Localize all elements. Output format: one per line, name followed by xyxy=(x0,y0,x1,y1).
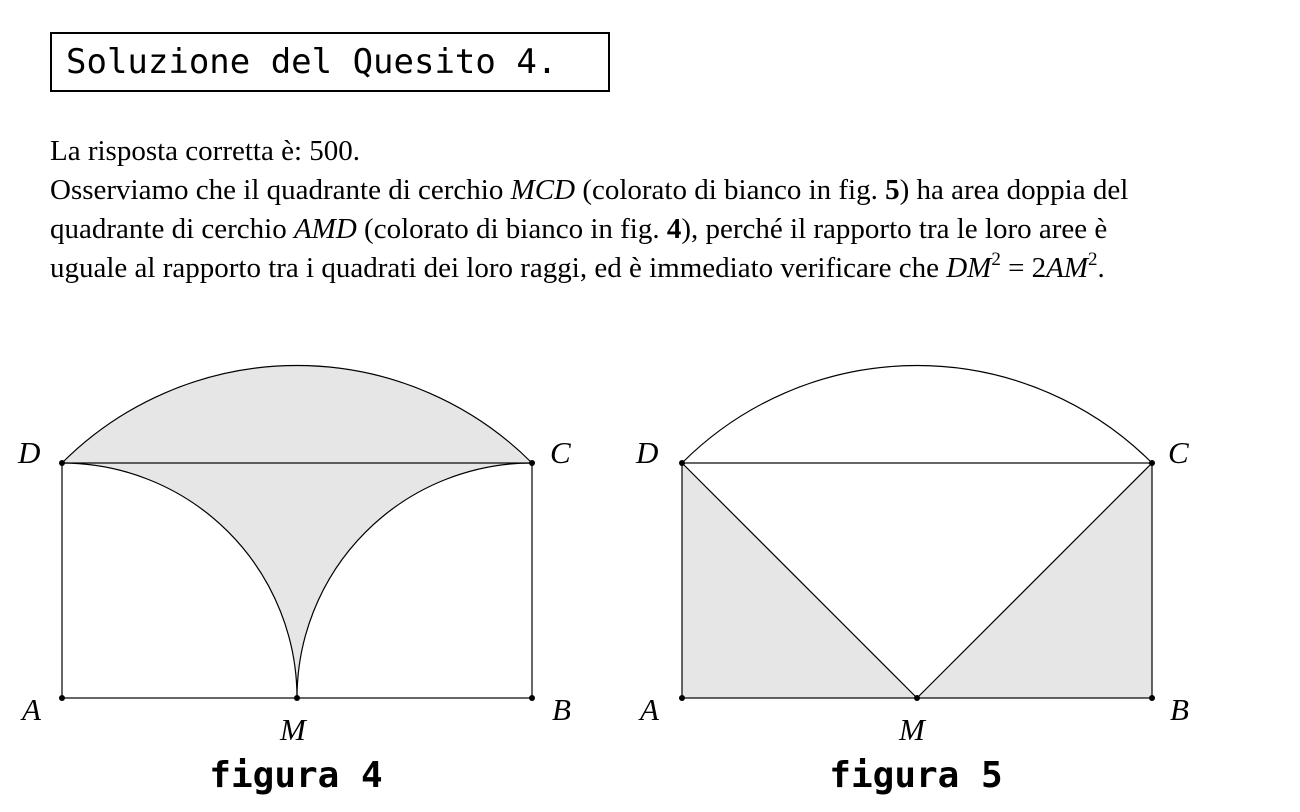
explanation-paragraph: Osserviamo che il quadrante di cerchio M… xyxy=(50,171,1190,288)
fig5-point-d xyxy=(679,460,685,466)
fig4-shaded-cap xyxy=(62,365,532,463)
answer-label: La risposta corretta è: xyxy=(50,135,303,167)
fig5-label-c: C xyxy=(1168,435,1189,470)
fig5-label-a: A xyxy=(638,692,660,727)
fig4-shaded-cusp xyxy=(62,463,532,698)
fig4-point-b xyxy=(529,695,535,701)
fig5-label-d: D xyxy=(635,435,658,470)
fig-ref-4: 4 xyxy=(666,213,682,245)
text-run: (colorato di bianco in fig. xyxy=(582,174,878,206)
fig5-label-m: M xyxy=(898,712,927,747)
section-title: Soluzione del Quesito 4. xyxy=(50,32,610,92)
figure-4: D C A B M xyxy=(17,365,571,747)
fig-ref-5: 5 xyxy=(885,174,900,206)
solution-text: La risposta corretta è: 500. Osserviamo … xyxy=(50,132,1190,288)
figures-diagram: D C A B M D C A B M xyxy=(17,365,1189,747)
fig5-point-a xyxy=(679,695,685,701)
fig5-point-b xyxy=(1149,695,1155,701)
figure-5-caption: figura 5 xyxy=(829,755,1003,796)
fig4-point-m xyxy=(294,695,300,701)
figure-4-caption: figura 4 xyxy=(209,755,383,796)
fig5-label-b: B xyxy=(1170,692,1189,727)
math-am: AM xyxy=(1046,252,1089,284)
text-run: ) ha area doppia del quadrante di cerchi… xyxy=(50,174,1129,245)
exponent: 2 xyxy=(1088,249,1098,270)
fig4-label-b: B xyxy=(552,692,571,727)
fig4-arc-top xyxy=(61,365,533,464)
math-mcd: MCD xyxy=(510,174,576,206)
text-run: . xyxy=(1097,252,1105,284)
fig5-arc-top xyxy=(681,365,1153,464)
text-run: (colorato di bianco in fig. xyxy=(364,213,660,245)
math-dm: DM xyxy=(946,252,992,284)
fig5-segment-cm xyxy=(916,462,1153,699)
math-eq: = 2 xyxy=(1008,252,1047,284)
fig4-arc-left xyxy=(61,462,298,699)
exponent: 2 xyxy=(991,249,1001,270)
fig4-label-d: D xyxy=(17,435,40,470)
fig4-point-d xyxy=(59,460,65,466)
fig4-point-c xyxy=(529,460,535,466)
fig4-label-c: C xyxy=(550,435,571,470)
fig5-point-c xyxy=(1149,460,1155,466)
text-run: Osserviamo che il quadrante di cerchio xyxy=(50,174,504,206)
answer-value: 500. xyxy=(309,135,361,167)
text-run: ), perché il rapporto tra le loro aree è… xyxy=(50,213,1108,284)
answer-line: La risposta corretta è: 500. xyxy=(50,132,1190,171)
fig4-label-a: A xyxy=(20,692,42,727)
fig4-label-m: M xyxy=(279,712,308,747)
math-amd: AMD xyxy=(293,213,357,245)
fig5-segment-dm xyxy=(681,462,918,699)
fig4-arc-right xyxy=(296,462,533,699)
fig5-point-m xyxy=(914,695,920,701)
fig4-point-a xyxy=(59,695,65,701)
figure-5: D C A B M xyxy=(635,365,1189,747)
